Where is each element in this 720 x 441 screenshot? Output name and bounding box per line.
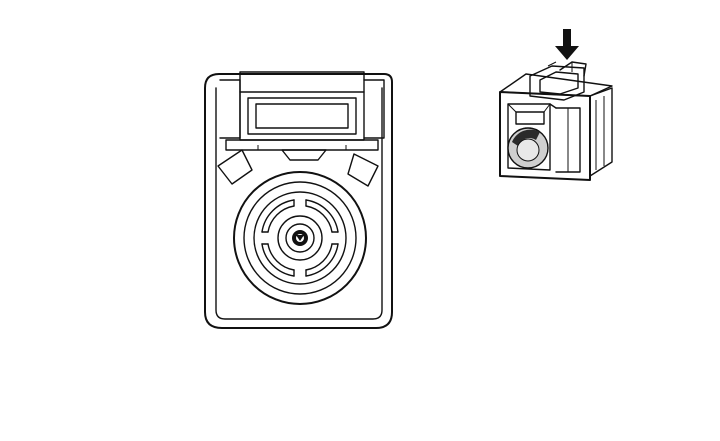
key-tab-left (217, 149, 253, 185)
connector-front-view (204, 71, 393, 329)
housing-outline (204, 73, 393, 329)
housing-inner-edge (215, 87, 383, 320)
circular-socket (233, 171, 367, 305)
key-notch-center (281, 149, 327, 161)
latch-shoulder (225, 139, 379, 151)
iso-circular-port (507, 127, 549, 169)
iso-latch (529, 61, 587, 101)
iso-side-face (589, 87, 613, 177)
arrow-down-icon (555, 29, 579, 60)
connector-iso-view (499, 29, 613, 181)
latch-block (219, 71, 385, 141)
key-tab-right (347, 153, 379, 187)
